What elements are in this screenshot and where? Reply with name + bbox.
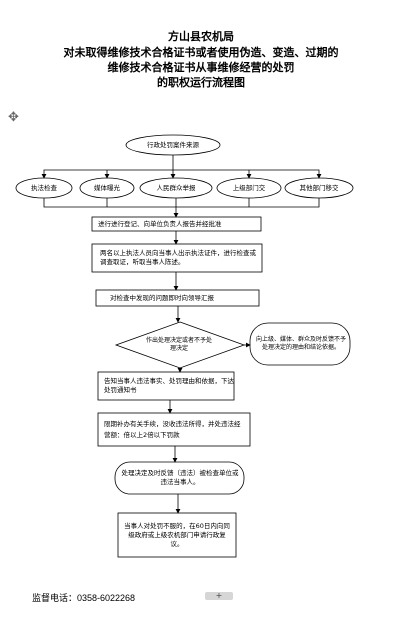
side-note-node: 向上级、媒体、群众及时反馈不予处理决定的理由和结论依据。: [256, 336, 347, 351]
page-tab-button[interactable]: +: [205, 592, 233, 600]
source-node-3: 人民群众举报: [156, 183, 196, 192]
report-node: 对检查中发现的问题即时向领导汇报: [110, 293, 214, 302]
title-line-4: 的职权运行流程图: [157, 76, 245, 89]
penalty-shape: [97, 412, 251, 447]
start-node: 行政处罚案件来源: [147, 140, 199, 149]
source-node-2: 媒体曝光: [94, 183, 120, 192]
notify-node: 告知当事人违法事实、处罚理由和依据，下达处罚通知书: [104, 377, 234, 394]
source-node-5: 其他部门移交: [299, 183, 339, 192]
investigate-node: 两名以上执法人员向当事人出示执法证件，进行检查或调查取证，听取当事人陈述。: [100, 249, 256, 266]
decision-node: 作出处理决定或者不予处理决定: [146, 337, 213, 352]
penalty-node: 限期补办有关手续，没收违法所得，并处违法经营额：倍以上2倍以下罚款: [104, 419, 241, 439]
source-node-1: 执法检查: [31, 183, 57, 192]
notify-shape: [97, 371, 235, 401]
source-node-4: 上级部门交: [232, 183, 266, 192]
register-node: 进行进行登记、向单位负责人报告并经批准: [98, 219, 222, 228]
feedback-shape: [114, 461, 245, 495]
appeal-node: 当事人对处罚不服的，在60日内向同级政府或上级农机部门申请行政复议。: [124, 521, 230, 548]
feedback-node: 处理决定及时反馈（违法）被检查单位或违法当事人。: [121, 469, 239, 486]
title-line-2: 对未取得维修技术合格证书或者使用伪造、变造、过期的: [63, 46, 339, 59]
title-agency: 方山县农机局: [168, 30, 234, 43]
title-line-3: 维修技术合格证书从事维修经营的处罚: [107, 61, 295, 74]
supervision-phone: 监督电话：0358-6022268: [32, 593, 136, 603]
move-handle-icon[interactable]: ✥: [8, 110, 19, 125]
